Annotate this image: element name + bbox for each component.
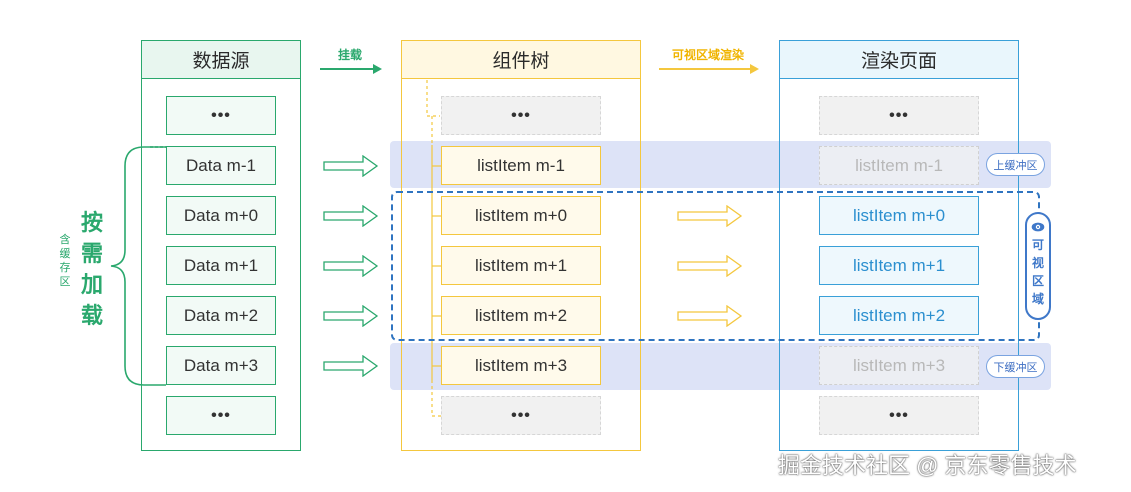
hollow-arrow-green — [323, 355, 379, 377]
render-page-column — [779, 40, 1019, 451]
with-cache-char: 缓 — [59, 248, 71, 260]
render-page-item: listItem m+3 — [819, 346, 979, 385]
visible-area-char: 可 — [1031, 238, 1044, 252]
hollow-arrow-green — [323, 155, 379, 177]
on-demand-brace — [110, 146, 166, 386]
on-demand-load-label: 按 需 加 载 — [79, 207, 105, 331]
render-page-title: 渲染页面 — [780, 41, 1018, 79]
component-tree-column — [401, 40, 641, 451]
data-source-item: Data m+0 — [166, 196, 276, 235]
visible-render-label: 可视区域渲染 — [671, 48, 744, 62]
watermark: 掘金技术社区 @ 京东零售技术 — [778, 453, 1077, 478]
data-source-item: ••• — [166, 396, 276, 435]
on-demand-char: 加 — [80, 272, 103, 297]
upper-buffer-tag: 上缓冲区 — [986, 153, 1045, 176]
on-demand-char: 载 — [80, 303, 103, 328]
visible-area-tag: 可 视 区 域 — [1025, 212, 1051, 320]
mount-arrow — [320, 64, 382, 74]
with-cache-char: 含 — [59, 234, 71, 246]
component-tree-item: ••• — [441, 96, 601, 135]
data-source-item: Data m+1 — [166, 246, 276, 285]
hollow-arrow-yellow — [677, 255, 743, 277]
render-page-item: listItem m+1 — [819, 246, 979, 285]
component-tree-item: listItem m+0 — [441, 196, 601, 235]
with-cache-char: 区 — [59, 276, 71, 288]
component-tree-title: 组件树 — [402, 41, 640, 79]
data-source-item: Data m-1 — [166, 146, 276, 185]
visible-area-char: 视 — [1031, 256, 1044, 270]
hollow-arrow-yellow — [677, 205, 743, 227]
hollow-arrow-green — [323, 255, 379, 277]
hollow-arrow-yellow — [677, 305, 743, 327]
data-source-item: Data m+3 — [166, 346, 276, 385]
lower-buffer-tag: 下缓冲区 — [986, 355, 1045, 378]
brace-dash-top — [150, 146, 166, 148]
eye-icon — [1031, 222, 1045, 232]
component-tree-item: listItem m+3 — [441, 346, 601, 385]
on-demand-char: 按 — [80, 210, 103, 235]
visible-area-char: 区 — [1031, 274, 1044, 288]
with-cache-char: 存 — [59, 262, 71, 274]
mount-label: 挂载 — [337, 48, 362, 62]
component-tree-item: listItem m+2 — [441, 296, 601, 335]
data-source-title: 数据源 — [142, 41, 300, 79]
component-tree-item: ••• — [441, 396, 601, 435]
render-page-item: listItem m+0 — [819, 196, 979, 235]
hollow-arrow-green — [323, 205, 379, 227]
render-page-item: listItem m-1 — [819, 146, 979, 185]
visible-render-arrow — [659, 64, 759, 74]
visible-area-char: 域 — [1031, 292, 1044, 306]
render-page-item: listItem m+2 — [819, 296, 979, 335]
on-demand-char: 需 — [80, 241, 103, 266]
render-page-item: ••• — [819, 96, 979, 135]
with-cache-label: 含 缓 存 区 — [57, 233, 73, 289]
render-page-item: ••• — [819, 396, 979, 435]
data-source-item: Data m+2 — [166, 296, 276, 335]
component-tree-item: listItem m+1 — [441, 246, 601, 285]
hollow-arrow-green — [323, 305, 379, 327]
data-source-item: ••• — [166, 96, 276, 135]
component-tree-item: listItem m-1 — [441, 146, 601, 185]
